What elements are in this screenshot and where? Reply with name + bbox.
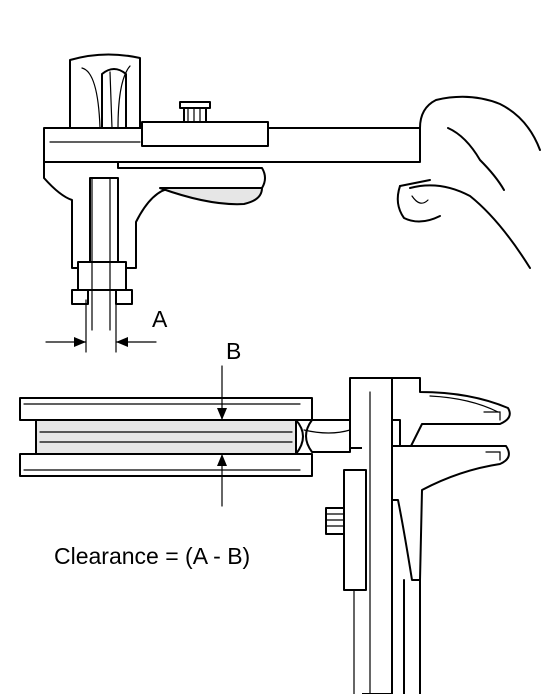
bottom-caliper-illustration bbox=[303, 377, 511, 694]
dimension-b-arrows bbox=[217, 365, 227, 507]
label-a: A bbox=[152, 306, 168, 332]
clearance-formula: Clearance = (A - B) bbox=[54, 543, 250, 569]
piston-section-illustration bbox=[19, 397, 313, 477]
dimension-a-arrows bbox=[45, 337, 157, 347]
label-b: B bbox=[226, 338, 241, 364]
top-caliper-illustration bbox=[43, 53, 541, 353]
